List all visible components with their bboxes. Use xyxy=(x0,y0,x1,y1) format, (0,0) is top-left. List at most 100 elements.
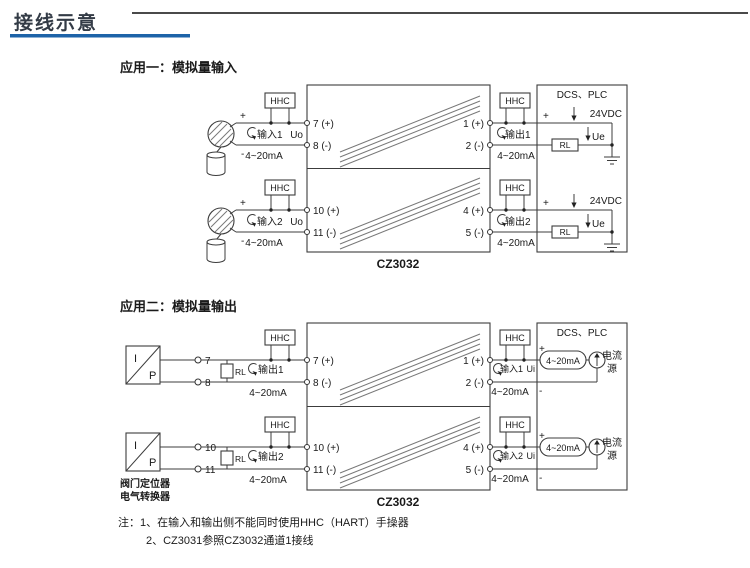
terminal-label: 7 (+) xyxy=(313,356,334,367)
current-source-label-line2: 源 xyxy=(607,362,617,375)
uo-label: Uo xyxy=(290,217,303,228)
polarity-minus: - xyxy=(539,473,542,484)
app1-device-label: CZ3032 xyxy=(377,257,420,271)
range-label: 4~20mA xyxy=(497,238,535,249)
current-source-label-line2: 源 xyxy=(607,449,617,462)
ui-label: Ui xyxy=(527,451,536,461)
hhc-label: HHC xyxy=(270,96,290,106)
polarity-minus: - xyxy=(241,236,244,247)
terminal-label: 2 (-) xyxy=(466,378,484,389)
junction-dot xyxy=(610,143,614,147)
hhc-label: HHC xyxy=(505,96,525,106)
load-resistor xyxy=(551,138,579,152)
hhc-label: HHC xyxy=(505,183,525,193)
output-label: 输出2 xyxy=(258,450,284,463)
loop-arrow-icon xyxy=(248,363,258,377)
uo-label: Uo xyxy=(290,130,303,141)
transmitter-icon xyxy=(206,207,237,264)
terminal-label: 11 (-) xyxy=(313,465,336,476)
capsule-range-label: 4~20mA xyxy=(546,356,580,366)
supply-label: 24VDC xyxy=(590,109,622,120)
range-capsule xyxy=(539,437,587,457)
ip-i-label: I xyxy=(134,440,137,452)
app1-isolator-box xyxy=(306,84,491,253)
input-label: 输入1 xyxy=(257,128,283,141)
rl-label: RL xyxy=(560,227,571,237)
wires xyxy=(492,359,598,383)
ui-label: Ui xyxy=(527,364,536,374)
port-terminal xyxy=(194,465,202,473)
input-label: 输入2 xyxy=(500,450,523,461)
wires xyxy=(160,446,305,470)
terminal-label: 4 (+) xyxy=(463,443,484,454)
rl-label: RL xyxy=(560,140,571,150)
range-label: 4~20mA xyxy=(249,475,287,486)
valve-label-line1: 阀门定位器 xyxy=(120,477,171,490)
port-number: 10 xyxy=(205,443,217,454)
range-label: 4~20mA xyxy=(497,151,535,162)
note-line1: 注：1、在输入和输出侧不能同时使用HHC（HART）手操器 xyxy=(118,515,409,529)
isolation-hatch-icon xyxy=(339,95,481,250)
current-source-label-line1: 电流 xyxy=(602,436,622,449)
terminal-label: 8 (-) xyxy=(313,141,331,152)
loop-arrow-icon xyxy=(248,450,258,464)
input-label: 输入2 xyxy=(257,215,283,228)
polarity-plus: + xyxy=(240,111,246,122)
loop-arrow-icon xyxy=(247,214,257,228)
app2-isolator-box xyxy=(306,322,491,491)
ip-p-label: P xyxy=(149,370,156,382)
range-label: 4~20mA xyxy=(491,474,529,485)
terminal-label: 2 (-) xyxy=(466,141,484,152)
polarity-plus: + xyxy=(539,431,545,442)
port-number: 8 xyxy=(205,378,211,389)
rl-label: RL xyxy=(235,367,246,377)
app2-section: 应用二：模拟量输出 CZ3032 DCS、PLC I xyxy=(120,299,628,509)
port-terminal xyxy=(194,378,202,386)
footnotes: 注：1、在输入和输出侧不能同时使用HHC（HART）手操器 2、CZ3031参照… xyxy=(118,515,409,547)
app1-heading: 应用一：模拟量输入 xyxy=(120,60,237,75)
terminal-label: 10 (+) xyxy=(313,206,339,217)
range-label: 4~20mA xyxy=(249,388,287,399)
input-label: 输入1 xyxy=(500,363,523,374)
app2-ch1-output-side: I P 7 8 RL 输出1 4~20mA HHC xyxy=(125,329,305,399)
hhc-label: HHC xyxy=(270,183,290,193)
range-capsule xyxy=(539,350,587,370)
app2-isolator-terminals: 7 (+) 8 (-) 10 (+) 11 (-) 1 (+) 2 (-) 4 … xyxy=(304,356,493,476)
load-resistor xyxy=(220,359,234,383)
terminal-label: 11 (-) xyxy=(313,228,336,239)
port-terminal xyxy=(194,356,202,364)
app2-dcs-label: DCS、PLC xyxy=(557,328,608,339)
app2-dcs-box: DCS、PLC xyxy=(536,322,628,491)
terminal-label: 7 (+) xyxy=(313,119,334,130)
ip-p-label: P xyxy=(149,457,156,469)
app1-ch1-input-side: + - HHC 输入1 Uo 4~20mA xyxy=(206,92,305,177)
app1-ch2-output-side: HHC 输出2 4~20mA + 24VDC Ue RL xyxy=(492,179,622,252)
output-label: 输出1 xyxy=(258,363,284,376)
ip-i-label: I xyxy=(134,353,137,365)
terminal-label: 1 (+) xyxy=(463,356,484,367)
page-title: 接线示意 xyxy=(14,11,98,34)
hhc-label: HHC xyxy=(270,333,290,343)
range-label: 4~20mA xyxy=(491,387,529,398)
polarity-plus: + xyxy=(543,111,549,122)
valve-label-line2: 电气转换器 xyxy=(120,490,171,503)
wires xyxy=(160,359,305,383)
app1-section: 应用一：模拟量输入 CZ3032 DCS、PLC xyxy=(120,60,628,271)
app2-device-label: CZ3032 xyxy=(377,495,420,509)
capsule-range-label: 4~20mA xyxy=(546,443,580,453)
app1-ch2-input-side: + - HHC 输入2 Uo 4~20mA xyxy=(206,179,305,264)
app2-ch2-input-side: 输入2 Ui 4~20mA HHC 4~20mA + - 电流 源 xyxy=(491,416,622,485)
note-line2: 2、CZ3031参照CZ3032通道1接线 xyxy=(146,533,314,547)
output-label: 输出1 xyxy=(505,128,531,141)
current-source-label-line1: 电流 xyxy=(602,349,622,362)
terminal-label: 10 (+) xyxy=(313,443,339,454)
loop-arrow-icon xyxy=(247,127,257,141)
terminal-label: 4 (+) xyxy=(463,206,484,217)
app1-dcs-box: DCS、PLC xyxy=(536,84,628,253)
app1-isolator-terminals: 7 (+) 8 (-) 10 (+) 11 (-) 1 (+) 2 (-) 4 … xyxy=(304,119,493,239)
polarity-plus: + xyxy=(240,198,246,209)
junction-dot xyxy=(610,230,614,234)
terminal-label: 8 (-) xyxy=(313,378,331,389)
app2-ch1-input-side: 输入1 Ui 4~20mA HHC 4~20mA + - 电流 源 xyxy=(491,329,622,398)
